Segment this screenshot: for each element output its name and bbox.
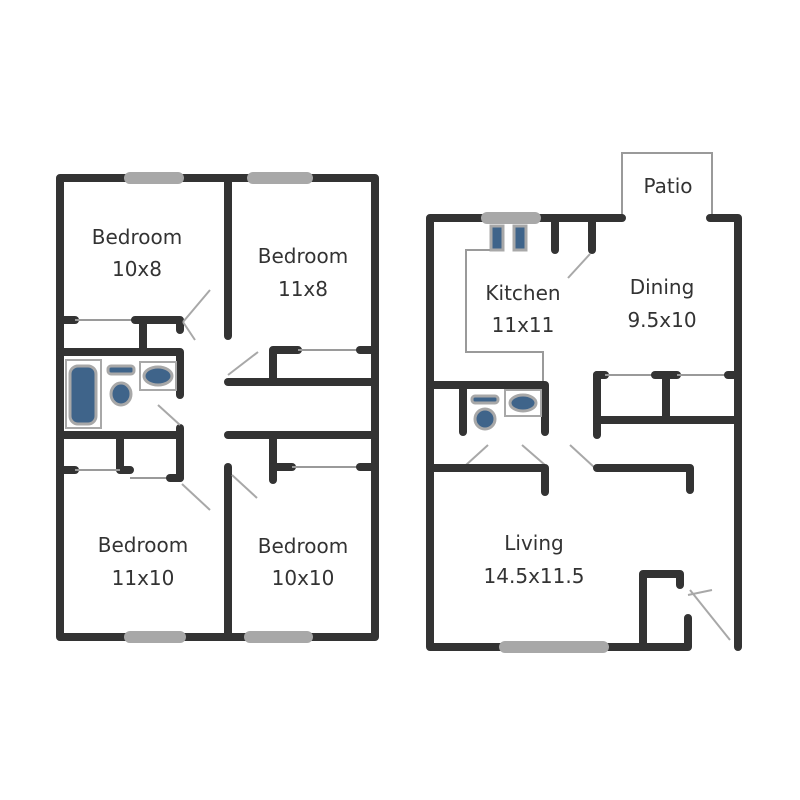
door-swing (567, 253, 591, 279)
interior-wall (593, 464, 694, 494)
interior-wall (426, 464, 549, 496)
appliance-icon (512, 224, 528, 252)
sink-icon (508, 393, 538, 413)
toilet-icon (109, 381, 133, 407)
door-swing (182, 289, 211, 323)
lower-floor-plan: Patio (426, 152, 742, 653)
door-swing (182, 321, 196, 341)
appliance-icon (489, 224, 505, 252)
upper-floor-plan: Bedroom 10x8 Bedroom 11x8 Bedroom 11x10 … (56, 172, 379, 643)
sink-icon (142, 365, 174, 387)
counter-outline (465, 249, 544, 385)
lower-outer-walls (706, 214, 742, 651)
room-name: Bedroom (258, 534, 348, 558)
room-size: 10x8 (112, 257, 162, 281)
room-size: 10x10 (272, 566, 335, 590)
room-name: Bedroom (92, 225, 182, 249)
interior-wall (269, 346, 302, 386)
room-size: 11x8 (278, 277, 328, 301)
door-swing (231, 474, 258, 499)
room-name: Bedroom (258, 244, 348, 268)
interior-wall (56, 348, 184, 399)
patio-outline (621, 152, 713, 218)
room-size: 11x11 (492, 313, 555, 337)
room-name: Bedroom (98, 533, 188, 557)
door-swing (465, 444, 489, 466)
door-swing (521, 444, 546, 466)
bathtub-icon (68, 364, 98, 426)
toilet-icon (473, 407, 497, 431)
door-swing (157, 404, 181, 426)
room-name: Dining (630, 275, 695, 299)
door-swing (687, 589, 713, 596)
room-name: Living (504, 531, 563, 555)
door-swing (181, 483, 211, 511)
door-swing (689, 589, 731, 641)
room-name: Kitchen (485, 281, 560, 305)
toilet-tank-icon (470, 394, 500, 405)
interior-wall (426, 381, 549, 436)
door-swing (227, 351, 259, 376)
interior-wall (116, 431, 134, 474)
room-size: 11x10 (112, 566, 175, 590)
interior-wall (639, 570, 684, 651)
patio-label: Patio (643, 174, 692, 198)
room-size: 9.5x10 (627, 308, 696, 332)
toilet-tank-icon (106, 364, 136, 376)
interior-wall (131, 316, 184, 334)
door-swing (569, 444, 596, 469)
room-size: 14.5x11.5 (484, 564, 585, 588)
